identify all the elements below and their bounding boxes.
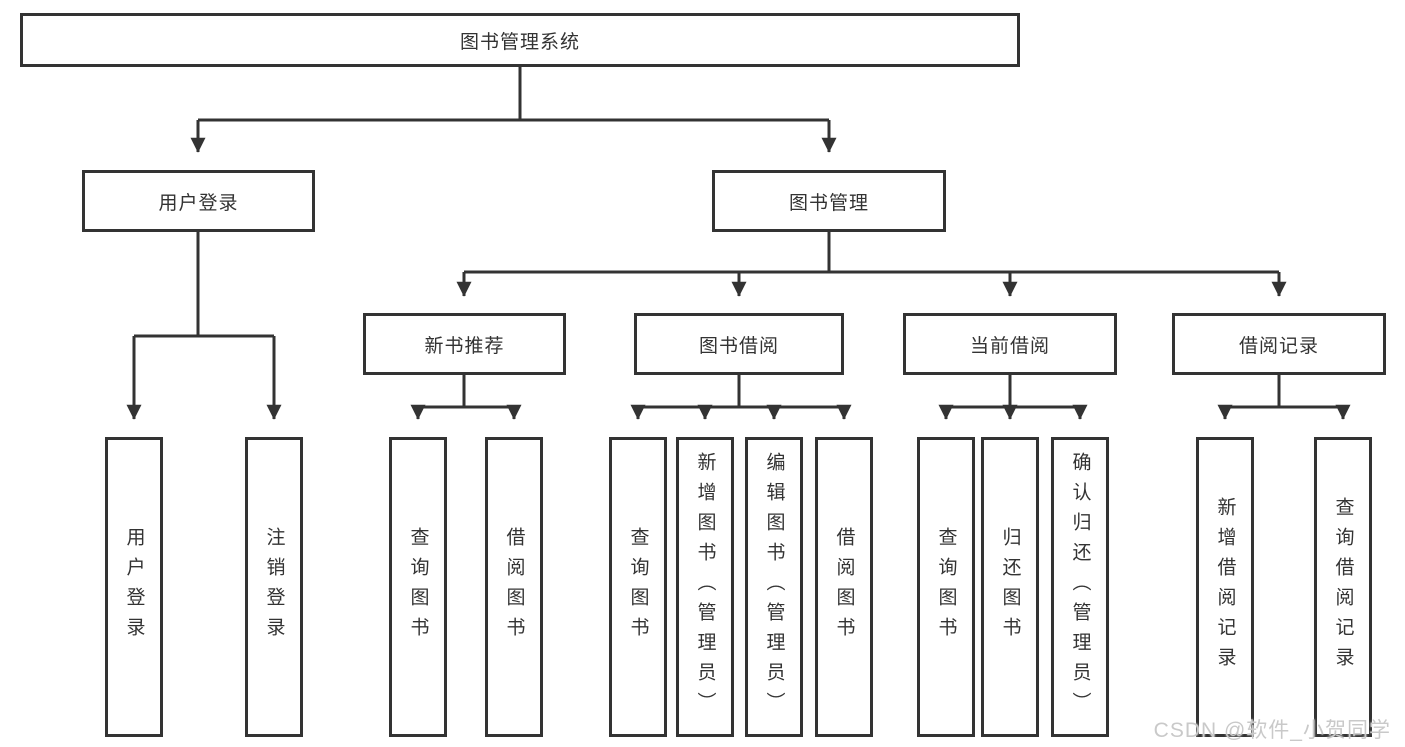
node-current-borrow: 当前借阅	[903, 313, 1117, 375]
node-label: 图书借阅	[698, 335, 779, 357]
node-book-management: 图书管理	[712, 170, 946, 232]
node-label: 用户登录	[158, 192, 239, 214]
node-label: 新书推荐	[424, 335, 505, 357]
leaf-current-return-books: 归还图书	[981, 437, 1039, 737]
node-label: 图书管理	[788, 192, 869, 214]
leaf-current-confirm-return-admin: 确认归还（管理员）	[1051, 437, 1109, 737]
leaf-borrow-add-books-admin: 新增图书（管理员）	[676, 437, 734, 737]
leaf-logout-login: 注销登录	[245, 437, 303, 737]
node-new-book-recommend: 新书推荐	[363, 313, 566, 375]
leaf-current-query-books: 查询图书	[917, 437, 975, 737]
node-label: 借阅记录	[1238, 335, 1319, 357]
leaf-borrow-query-books: 查询图书	[609, 437, 667, 737]
leaf-label: 查询图书	[935, 527, 957, 647]
leaf-label: 查询借阅记录	[1332, 497, 1354, 677]
leaf-label: 编辑图书（管理员）	[763, 452, 785, 722]
leaf-label: 归还图书	[999, 527, 1021, 647]
leaf-label: 新增图书（管理员）	[694, 452, 716, 722]
leaf-records-add-record: 新增借阅记录	[1196, 437, 1254, 737]
leaf-user-login: 用户登录	[105, 437, 163, 737]
node-borrow-records: 借阅记录	[1172, 313, 1386, 375]
leaf-label: 新增借阅记录	[1214, 497, 1236, 677]
leaf-label: 查询图书	[627, 527, 649, 647]
node-book-borrow: 图书借阅	[634, 313, 844, 375]
leaf-label: 注销登录	[263, 527, 285, 647]
leaf-borrow-borrow-books: 借阅图书	[815, 437, 873, 737]
leaf-label: 查询图书	[407, 527, 429, 647]
leaf-newrec-query-books: 查询图书	[389, 437, 447, 737]
leaf-newrec-borrow-books: 借阅图书	[485, 437, 543, 737]
leaf-borrow-edit-books-admin: 编辑图书（管理员）	[745, 437, 803, 737]
watermark: CSDN @软件_小贺同学	[1153, 719, 1391, 742]
node-user-login: 用户登录	[82, 170, 315, 232]
leaf-label: 借阅图书	[833, 527, 855, 647]
node-root: 图书管理系统	[20, 13, 1020, 67]
leaf-label: 借阅图书	[503, 527, 525, 647]
leaf-label: 用户登录	[123, 527, 145, 647]
leaf-records-query-record: 查询借阅记录	[1314, 437, 1372, 737]
node-label: 图书管理系统	[459, 31, 580, 53]
leaf-label: 确认归还（管理员）	[1069, 452, 1091, 722]
node-label: 当前借阅	[969, 335, 1050, 357]
